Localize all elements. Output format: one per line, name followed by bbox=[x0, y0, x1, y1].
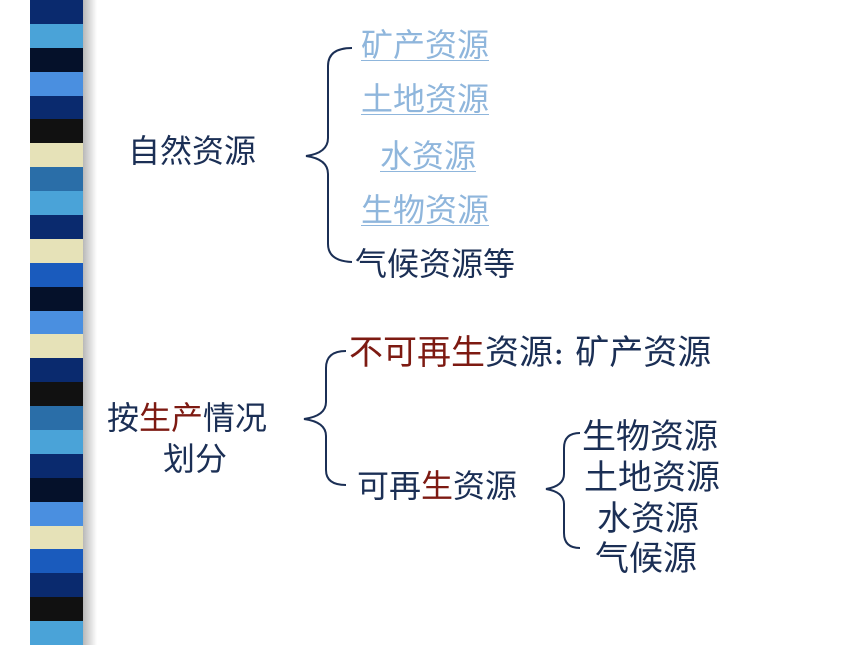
stripe-segment bbox=[30, 597, 83, 622]
stripe-segment bbox=[30, 406, 83, 431]
root-highlight: 生产 bbox=[139, 399, 204, 437]
renewable-prefix: 可再 bbox=[357, 467, 422, 505]
stripe-segment bbox=[30, 382, 83, 407]
renewable-highlight: 生 bbox=[421, 467, 454, 505]
stripe-segment bbox=[30, 119, 83, 144]
stripe-segment bbox=[30, 453, 83, 478]
brace-production-classification bbox=[303, 350, 347, 486]
stripe-segment bbox=[30, 477, 83, 502]
stripe-segment bbox=[30, 191, 83, 216]
nonrenewable-resources-label: 不可再生资源: 矿产资源 bbox=[349, 336, 711, 370]
decorative-stripe-bar bbox=[30, 0, 83, 645]
stripe-segment bbox=[30, 501, 83, 526]
mineral-resources-link[interactable]: 矿产资源 bbox=[361, 26, 490, 64]
classification-line2: 划分 bbox=[163, 440, 228, 478]
stripe-segment bbox=[30, 95, 83, 120]
root-prefix: 按 bbox=[107, 399, 140, 437]
stripe-segment bbox=[30, 71, 83, 96]
natural-resources-label: 自然资源 bbox=[128, 132, 257, 170]
stripe-segment bbox=[30, 334, 83, 359]
nonrenewable-highlight: 不可再生 bbox=[349, 333, 485, 373]
brace-natural-resources bbox=[305, 47, 353, 263]
stripe-segment bbox=[30, 238, 83, 263]
stripe-segment bbox=[30, 23, 83, 48]
nonrenewable-rest: 资源: 矿产资源 bbox=[485, 333, 712, 373]
stripe-segment bbox=[30, 47, 83, 72]
renewable-suffix: 资源 bbox=[453, 467, 518, 505]
renewable-resources-label: 可再生资源 bbox=[357, 470, 517, 502]
land-resources-link[interactable]: 土地资源 bbox=[361, 80, 490, 118]
water-resources-link[interactable]: 水资源 bbox=[380, 137, 477, 175]
climate-resources-label: 气候资源等 bbox=[355, 245, 516, 283]
root-suffix: 情况 bbox=[203, 399, 268, 437]
stripe-segment bbox=[30, 143, 83, 168]
stripe-segment bbox=[30, 167, 83, 192]
renewable-item-biological: 生物资源 bbox=[582, 417, 718, 457]
production-classification-label: 按生产情况 bbox=[107, 402, 267, 434]
stripe-segment bbox=[30, 525, 83, 550]
stripe-segment bbox=[30, 286, 83, 311]
renewable-item-climate: 气候源 bbox=[595, 539, 697, 579]
stripe-segment bbox=[30, 215, 83, 239]
stripe-segment bbox=[30, 310, 83, 335]
stripe-segment bbox=[30, 0, 83, 24]
brace-renewable-resources bbox=[545, 432, 581, 549]
biological-resources-link[interactable]: 生物资源 bbox=[361, 191, 490, 229]
stripe-segment bbox=[30, 573, 83, 598]
stripe-segment bbox=[30, 621, 83, 645]
stripe-segment bbox=[30, 358, 83, 383]
renewable-item-water: 水资源 bbox=[597, 499, 699, 539]
stripe-segment bbox=[30, 430, 83, 454]
stripe-segment bbox=[30, 262, 83, 287]
stripe-segment bbox=[30, 549, 83, 574]
renewable-item-land: 土地资源 bbox=[584, 458, 720, 498]
stripe-shadow bbox=[83, 0, 97, 645]
